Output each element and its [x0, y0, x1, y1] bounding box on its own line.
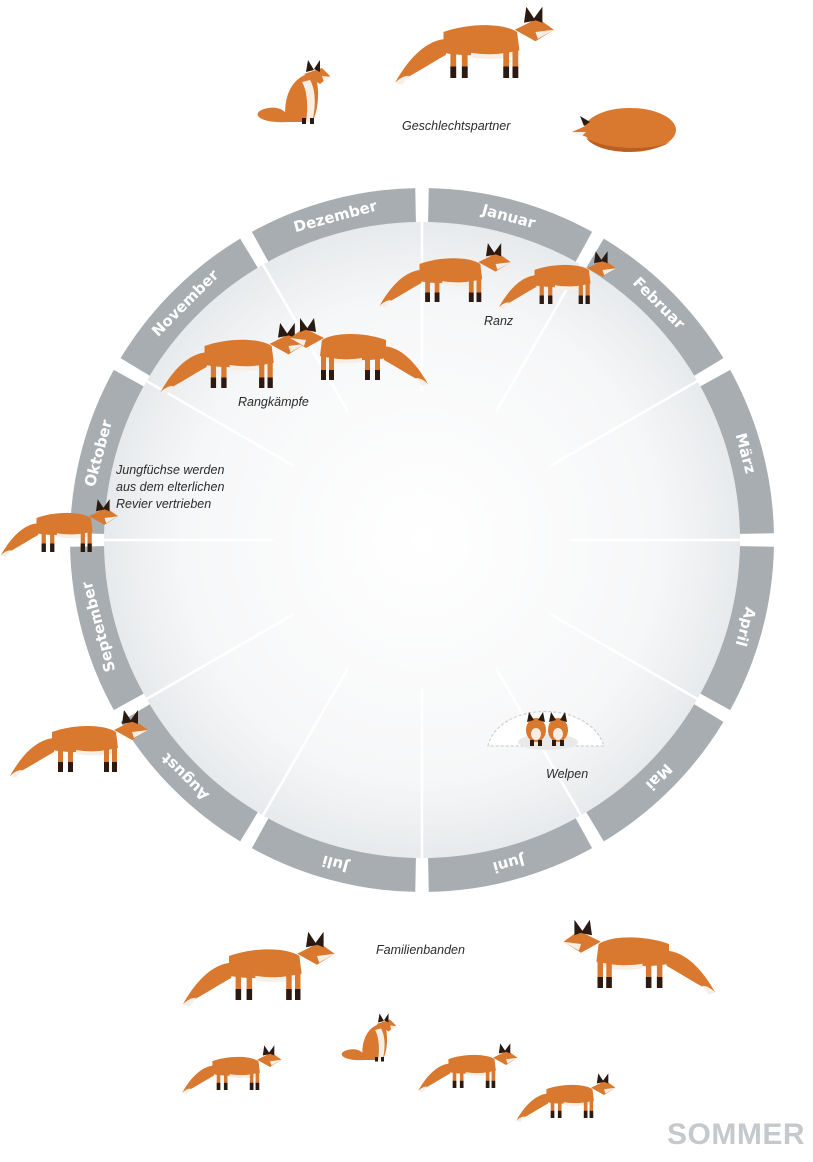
- fox-illustration: [10, 710, 148, 778]
- fox-illustration: [258, 60, 332, 124]
- fox-illustration: [516, 1073, 615, 1122]
- fox-illustration: [418, 1043, 517, 1092]
- caption-vertrieben: Jungfüchse werden aus dem elterlichen Re…: [116, 462, 224, 513]
- caption-rangkaempfe: Rangkämpfe: [238, 394, 309, 411]
- caption-vertrieben-line-2: aus dem elterlichen: [116, 479, 224, 496]
- fox-illustration: [182, 1045, 281, 1094]
- caption-familienbanden: Familienbanden: [376, 942, 465, 959]
- fox-illustration: [183, 932, 335, 1007]
- caption-ranz: Ranz: [484, 313, 513, 330]
- caption-vertrieben-line-1: Jungfüchse werden: [116, 462, 224, 479]
- season-label: SOMMER: [667, 1118, 805, 1152]
- fox-illustration: [395, 7, 554, 85]
- fox-illustration: [563, 920, 715, 995]
- fox-illustration: [342, 1014, 398, 1062]
- caption-vertrieben-line-3: Revier vertrieben: [116, 496, 224, 513]
- fox-illustration: [572, 108, 676, 152]
- caption-geschlechtspartner: Geschlechtspartner: [402, 118, 510, 135]
- caption-welpen: Welpen: [546, 766, 588, 783]
